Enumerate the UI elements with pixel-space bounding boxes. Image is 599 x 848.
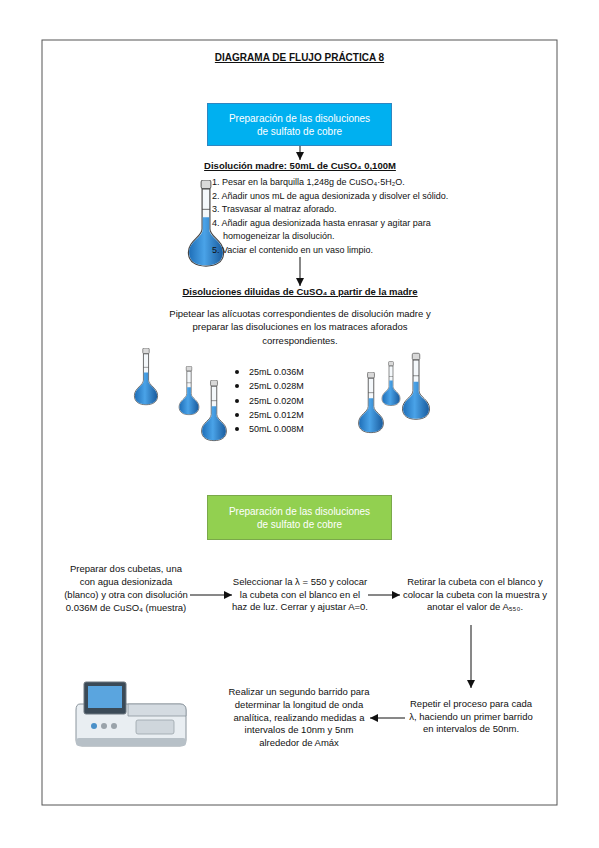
list-item: 3. Trasvasar al matraz aforado. [212, 203, 460, 217]
node-text: Retirar la cubeta con el blanco y coloca… [400, 576, 550, 614]
process-box: Preparación de las disoluciones de sulfa… [207, 495, 392, 540]
connector-layer [190, 146, 471, 718]
flow-arrow [300, 146, 301, 160]
bullet-item: 25mL 0.012M [235, 408, 440, 422]
flow-arrow [190, 595, 232, 596]
process-box: Preparación de las disoluciones de sulfa… [207, 103, 392, 146]
process-step: Retirar la cubeta con el blanco y coloca… [400, 565, 550, 625]
node-text: Preparación de las disoluciones de sulfa… [224, 505, 375, 531]
node-text: Preparación de las disoluciones de sulfa… [224, 112, 375, 138]
list-item: 1. Pesar en la barquilla 1,248g de CuSO₄… [212, 176, 460, 190]
procedure-list: Disoluciones diluidas de CuSO₄ a partir … [160, 286, 440, 437]
procedure-list: Disolución madre: 50mL de CuSO₄ 0,100M 1.… [140, 160, 460, 257]
flow-arrow [300, 257, 301, 286]
process-step: Realizar un segundo barrido para determi… [228, 677, 370, 759]
flow-arrow [471, 625, 472, 688]
section-heading: Disolución madre: 50mL de CuSO₄ 0,100M [140, 160, 460, 171]
list-item: 4. Añadir agua desionizada hasta enrasar… [212, 217, 460, 244]
node-text: Seleccionar la λ = 550 y colocar la cube… [232, 576, 368, 614]
list-item: 2. Añadir unos mL de agua desionizada y … [212, 190, 460, 204]
node-text: Preparar dos cubetas, una con agua desio… [62, 563, 190, 614]
diagram-title: DIAGRAMA DE FLUJO PRÁCTICA 8 [0, 52, 599, 63]
bullet-item: 25mL 0.028M [235, 379, 440, 393]
process-step: Repetir el proceso para cada λ, haciendo… [405, 688, 537, 746]
list-item: 5. Vaciar el contenido en un vaso limpio… [212, 244, 460, 258]
bullet-item: 25mL 0.036M [235, 365, 440, 379]
process-step: Preparar dos cubetas, una con agua desio… [62, 553, 190, 625]
bullet-item: 50mL 0.008M [235, 422, 440, 436]
bullet-item: 25mL 0.020M [235, 394, 440, 408]
instruction-text: Pipetear las alícuotas correspondientes … [160, 307, 440, 347]
section-heading: Disoluciones diluidas de CuSO₄ a partir … [160, 286, 440, 297]
flow-arrow [368, 595, 400, 596]
page-frame [42, 40, 557, 805]
node-text: Realizar un segundo barrido para determi… [228, 686, 370, 750]
spectrophotometer-illustration [76, 682, 186, 746]
process-step: Seleccionar la λ = 550 y colocar la cube… [232, 565, 368, 625]
node-text: Repetir el proceso para cada λ, haciendo… [405, 698, 537, 736]
flow-arrow [370, 718, 405, 719]
